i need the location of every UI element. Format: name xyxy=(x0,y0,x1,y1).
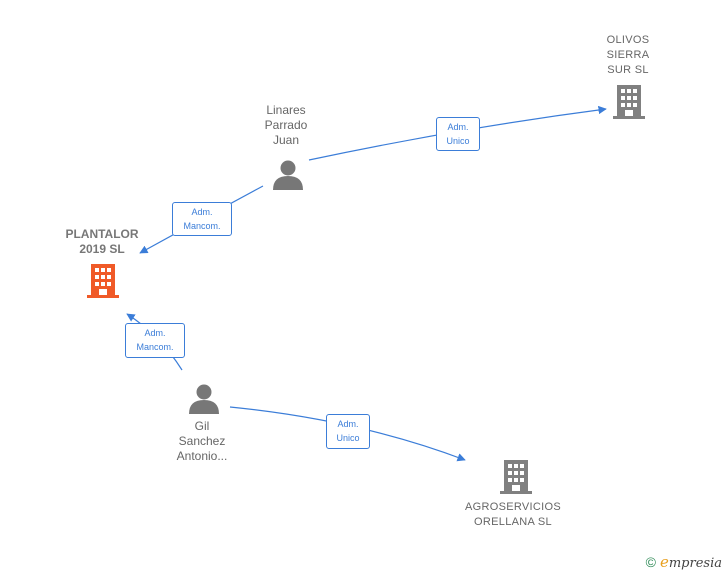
edge-label-gil-agroservicios: Adm. Unico xyxy=(326,414,370,449)
building-icon xyxy=(613,85,645,119)
brand-initial: e xyxy=(659,553,669,571)
building-icon-main xyxy=(87,264,119,298)
node-label-plantalor[interactable]: PLANTALOR 2019 SL xyxy=(65,227,139,256)
brand-text: mpresia xyxy=(668,556,722,571)
person-icon xyxy=(189,384,219,414)
brand-logo: empresia xyxy=(660,553,722,571)
footer-brand: © empresia xyxy=(646,553,722,571)
edge-label-linares-plantalor: Adm. Mancom. xyxy=(172,202,232,236)
copyright-icon: © xyxy=(645,554,656,570)
building-icon xyxy=(500,460,532,494)
node-label-olivos[interactable]: OLIVOS SIERRA SUR SL xyxy=(606,34,650,76)
node-label-gil[interactable]: Gil Sanchez Antonio... xyxy=(176,419,228,463)
node-label-agroservicios[interactable]: AGROSERVICIOS ORELLANA SL xyxy=(465,501,561,528)
person-icon xyxy=(273,160,303,190)
node-label-linares[interactable]: Linares Parrado Juan xyxy=(264,103,308,147)
edge-label-linares-olivos: Adm. Unico xyxy=(436,117,480,151)
edge-label-gil-plantalor: Adm. Mancom. xyxy=(125,323,185,358)
